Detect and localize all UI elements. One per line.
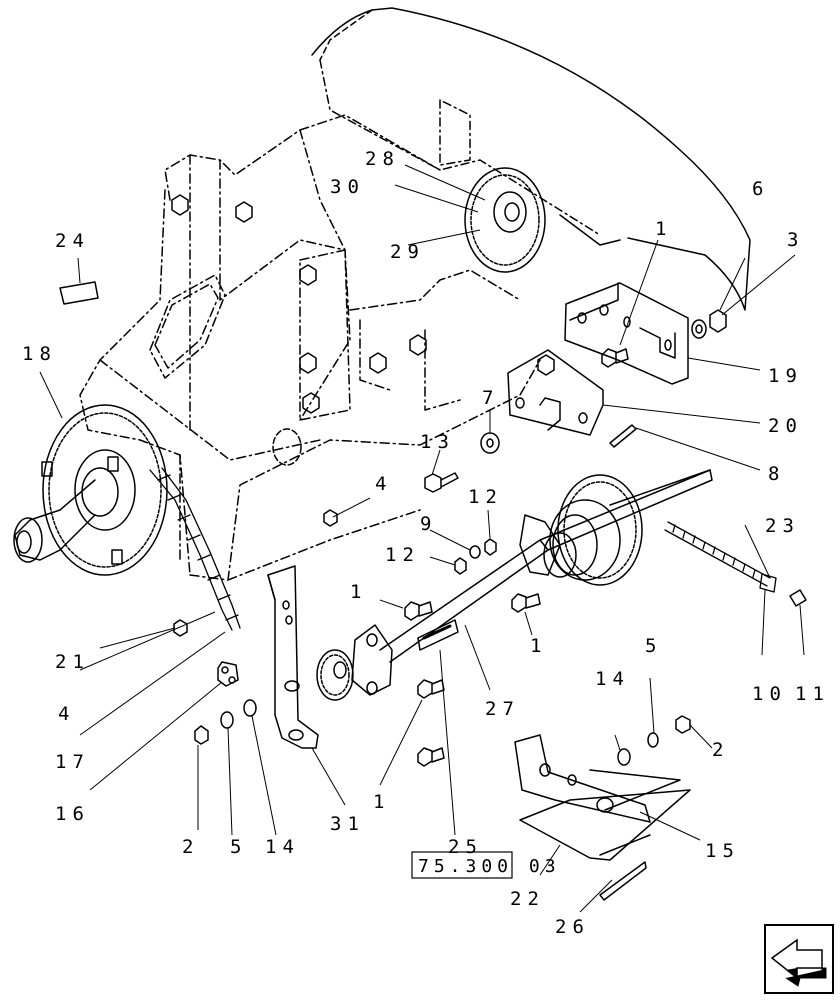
- left-bracket-31: [267, 565, 319, 749]
- callout-7: 7: [482, 387, 499, 409]
- callout-17: 17: [55, 751, 90, 773]
- callout-1-left: 1: [350, 581, 367, 603]
- nut-2-right: [675, 715, 691, 734]
- callout-2-left: 2: [182, 836, 199, 858]
- callout-8: 8: [768, 463, 785, 485]
- callout-2-right: 2: [712, 739, 729, 761]
- callout-14-right: 14: [595, 668, 630, 690]
- upper-sprocket: [464, 167, 546, 273]
- callout-28: 28: [365, 148, 400, 170]
- callout-15: 15: [705, 840, 740, 862]
- callout-3: 3: [787, 229, 804, 251]
- bolt-1-group: [404, 348, 629, 767]
- washer-6: [691, 319, 707, 339]
- clutch-sprocket: [519, 474, 643, 586]
- callout-1-low: 1: [373, 791, 390, 813]
- frame-bolts: [171, 194, 427, 414]
- callout-24: 24: [55, 230, 90, 252]
- callout-20: 20: [768, 415, 803, 437]
- chain-23: [664, 521, 777, 593]
- callout-9: 9: [420, 513, 437, 535]
- strip-26: [599, 861, 647, 901]
- lower-bracket-15: [514, 734, 681, 823]
- washer-9: [469, 545, 481, 559]
- chain: [149, 467, 241, 631]
- callout-6: 6: [752, 178, 769, 200]
- section-reference-text[interactable]: 75.300 03: [418, 856, 561, 877]
- callout-23: 23: [765, 515, 800, 537]
- callout-21: 21: [55, 651, 90, 673]
- scraper-plate-22: [519, 789, 691, 861]
- callout-29: 29: [390, 241, 425, 263]
- idler-sprocket: [316, 624, 393, 701]
- callout-4-upper: 4: [375, 473, 392, 495]
- callout-5-left: 5: [230, 836, 247, 858]
- callout-25: 25: [448, 836, 483, 858]
- callout-1-mid: 1: [530, 635, 547, 657]
- callout-22: 22: [510, 888, 545, 910]
- callout-4-lower: 4: [58, 703, 75, 725]
- callout-1-top: 1: [655, 218, 672, 240]
- clip-11: [789, 589, 807, 607]
- nut-12b: [484, 538, 497, 556]
- mount-bracket-19: [564, 282, 689, 385]
- large-sprocket: [13, 404, 168, 576]
- washer-14-left: [243, 699, 257, 717]
- callout-12-upper: 12: [468, 486, 503, 508]
- bolt-8: [609, 424, 637, 448]
- callout-19: 19: [768, 365, 803, 387]
- next-page-arrow-icon[interactable]: [764, 924, 834, 994]
- decal-24: [59, 281, 99, 305]
- nut-2-left: [194, 725, 209, 745]
- decal-25: [417, 619, 459, 651]
- callout-26: 26: [555, 916, 590, 938]
- nut-3: [709, 309, 727, 333]
- nut-4-lower: [173, 619, 188, 637]
- callout-5-right: 5: [645, 635, 662, 657]
- drive-shaft: [379, 469, 713, 663]
- connector-link: [217, 661, 239, 687]
- bolt-13: [424, 472, 459, 493]
- leader-lines: [39, 164, 805, 913]
- frame-housing: [79, 114, 541, 581]
- callout-11: 11: [795, 683, 830, 705]
- washer-14-right: [617, 748, 631, 766]
- lockwasher-5-left: [220, 711, 234, 729]
- nut-4-upper: [323, 509, 338, 527]
- callout-labels: 24 18 28 30 29 1 6 3 19 20 7 8 13 4 12 9…: [22, 148, 830, 938]
- section-reference[interactable]: 75.300 03: [411, 851, 561, 879]
- lockwasher-5-right: [647, 732, 659, 748]
- callout-16: 16: [55, 803, 90, 825]
- callout-31: 31: [330, 813, 365, 835]
- washer-7: [480, 432, 500, 454]
- callout-12-lower: 12: [385, 544, 420, 566]
- callout-27: 27: [485, 698, 520, 720]
- callout-30: 30: [330, 176, 365, 198]
- callout-14-left: 14: [265, 836, 300, 858]
- nut-12a: [454, 557, 467, 575]
- callout-13: 13: [420, 431, 455, 453]
- callout-18: 18: [22, 343, 57, 365]
- callout-10: 10: [752, 683, 787, 705]
